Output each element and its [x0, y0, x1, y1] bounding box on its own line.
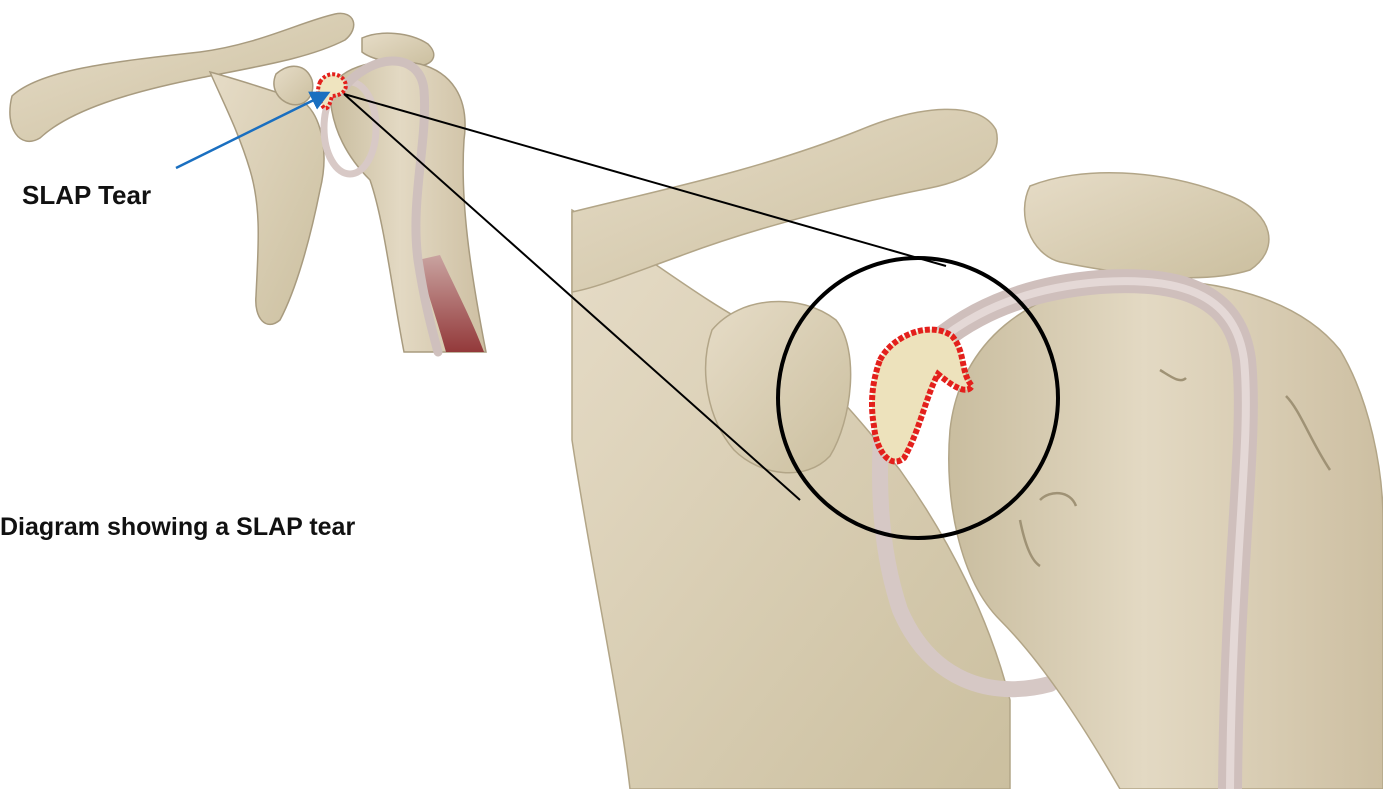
large-humerus: [949, 280, 1383, 789]
diagram-caption: Diagram showing a SLAP tear: [0, 513, 355, 542]
slap-tear-label: SLAP Tear: [22, 180, 151, 211]
large-scapula: [572, 210, 1010, 789]
large-shoulder-illustration: [572, 109, 1383, 789]
large-acromion: [1025, 173, 1269, 278]
small-scapula: [210, 72, 324, 324]
large-clavicle: [572, 109, 997, 292]
